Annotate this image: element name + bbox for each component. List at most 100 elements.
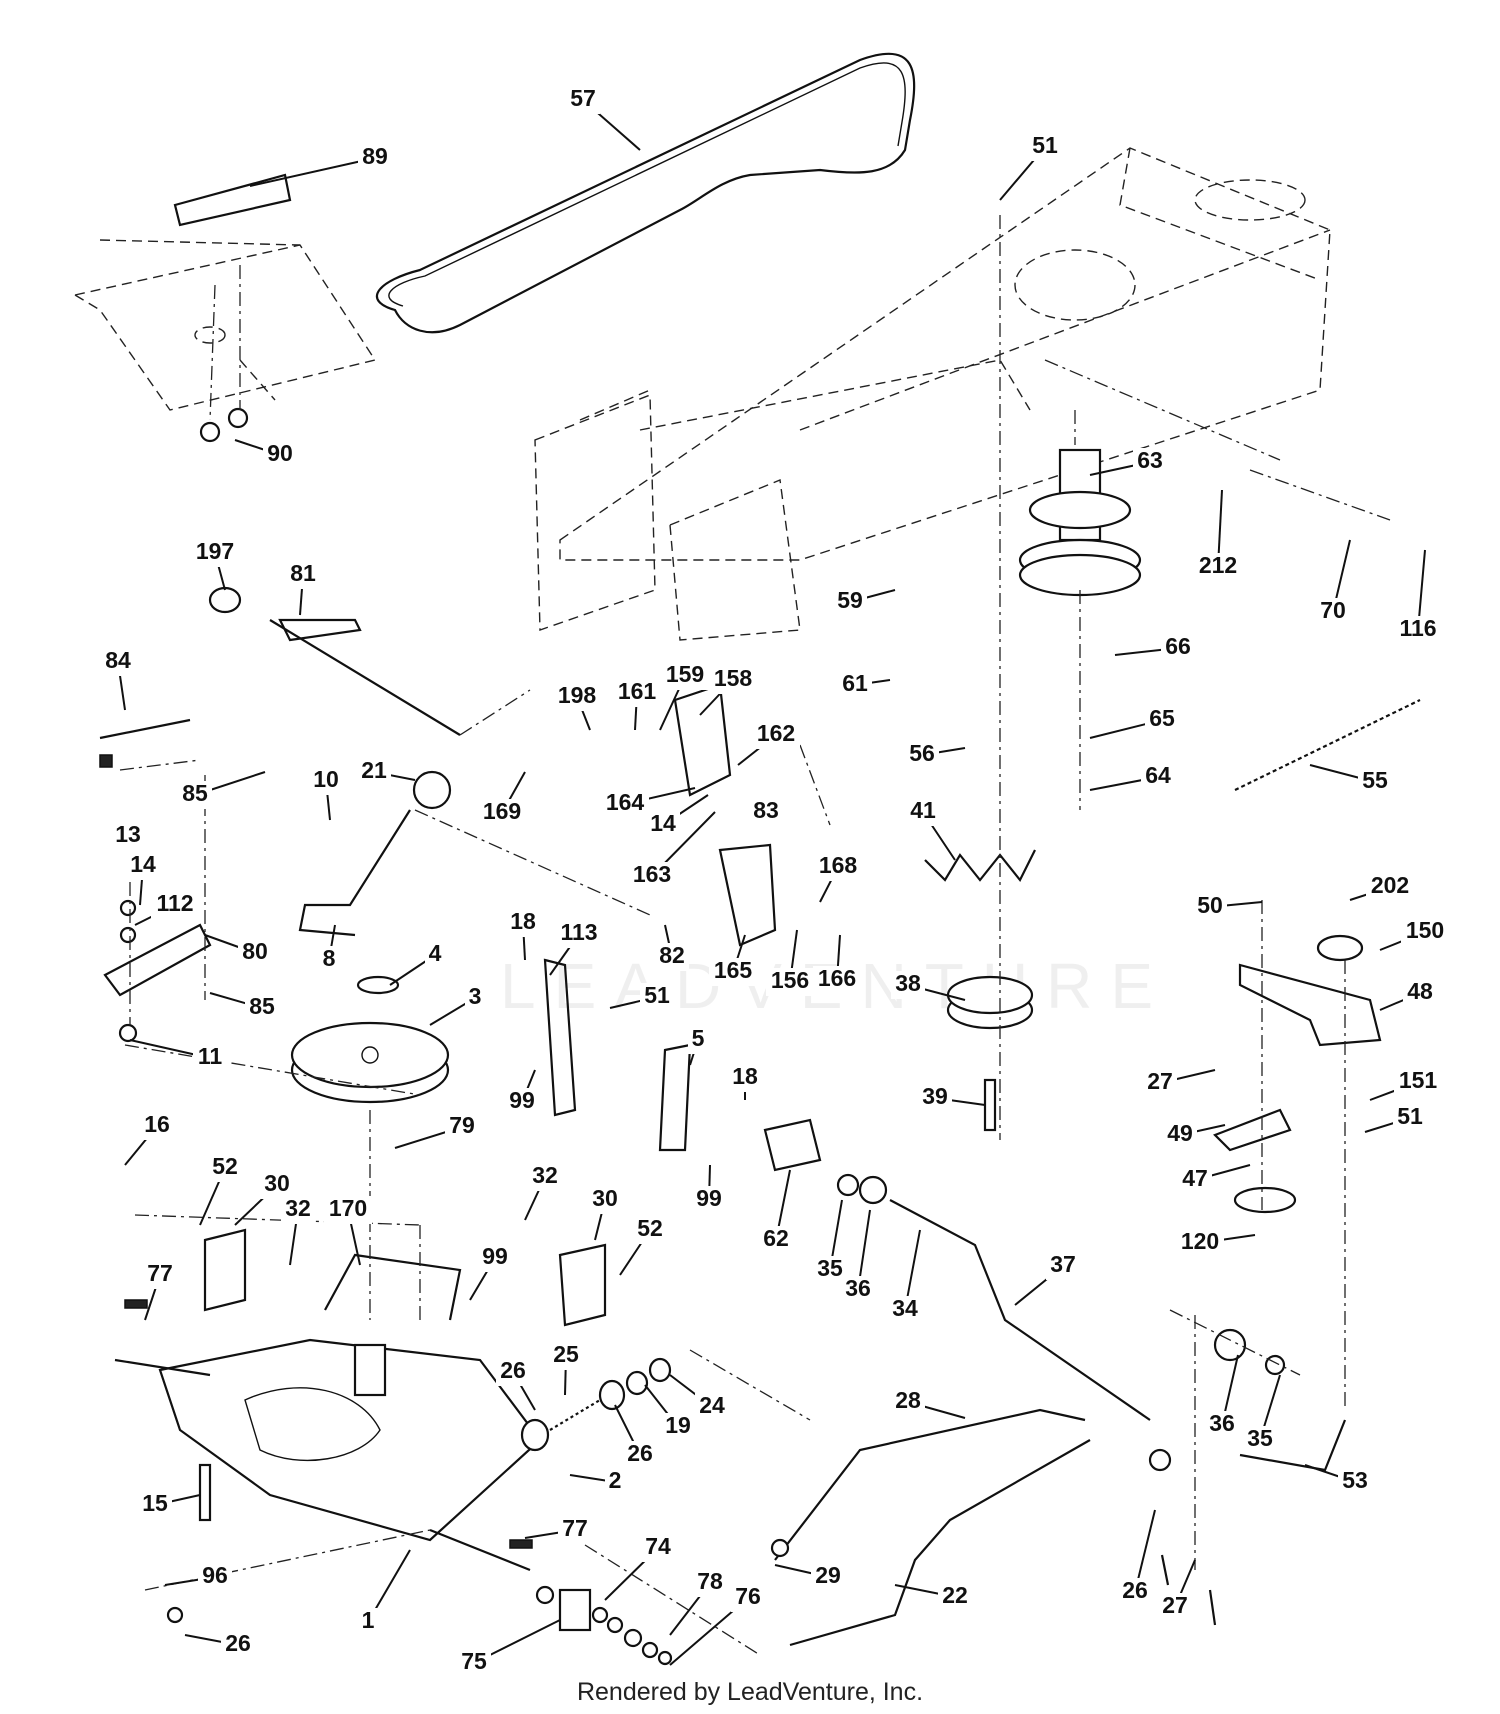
callout-backing-30b xyxy=(588,1186,622,1214)
callout-backing-38 xyxy=(891,971,925,999)
callout-backing-26a xyxy=(496,1358,530,1386)
callout-label-30a: 30 xyxy=(264,1170,290,1196)
callout-51a: 51 xyxy=(999,132,1062,201)
callout-label-96: 96 xyxy=(202,1562,228,1588)
callout-14a: 14 xyxy=(646,794,709,839)
callout-99a: 99 xyxy=(505,1069,539,1116)
bracket-30a xyxy=(203,1228,247,1312)
callout-backing-77b xyxy=(558,1516,592,1544)
callout-backing-51a xyxy=(1028,133,1062,161)
callout-backing-113 xyxy=(555,920,603,948)
callout-label-18b: 18 xyxy=(732,1063,758,1089)
callout-82: 82 xyxy=(655,924,689,971)
callout-5: 5 xyxy=(688,1025,708,1066)
callout-label-77a: 77 xyxy=(147,1260,173,1286)
callout-backing-28 xyxy=(891,1388,925,1416)
callout-166: 166 xyxy=(813,934,861,994)
callout-label-74: 74 xyxy=(645,1533,671,1559)
callout-backing-15 xyxy=(138,1491,172,1519)
callout-backing-85b xyxy=(245,994,279,1022)
callout-backing-32b xyxy=(281,1196,315,1224)
callout-backing-150 xyxy=(1401,918,1449,946)
callout-backing-14a xyxy=(646,811,680,839)
callout-label-35b: 35 xyxy=(1247,1425,1273,1451)
callout-label-89: 89 xyxy=(362,143,388,169)
spring-55 xyxy=(1234,699,1421,791)
callout-backing-26b xyxy=(623,1441,657,1469)
callout-backing-16 xyxy=(140,1112,174,1140)
callout-label-30b: 30 xyxy=(592,1185,618,1211)
callout-label-1: 1 xyxy=(362,1607,375,1633)
callout-77b: 77 xyxy=(524,1515,592,1544)
callout-label-70: 70 xyxy=(1320,597,1346,623)
callout-4: 4 xyxy=(389,940,445,986)
callout-label-197: 197 xyxy=(196,538,234,564)
callout-backing-37 xyxy=(1046,1252,1080,1280)
callout-label-158: 158 xyxy=(714,665,753,691)
callout-26d: 26 xyxy=(184,1630,255,1659)
callout-113: 113 xyxy=(549,919,603,976)
callout-99c: 99 xyxy=(469,1243,512,1301)
callout-backing-8 xyxy=(319,946,339,974)
callout-label-4: 4 xyxy=(429,940,442,966)
callout-41: 41 xyxy=(906,797,956,861)
callout-35a: 35 xyxy=(813,1199,847,1284)
callout-backing-197 xyxy=(191,539,239,567)
callout-label-170: 170 xyxy=(329,1195,367,1221)
nut-90a xyxy=(199,421,221,443)
callout-backing-39 xyxy=(918,1084,952,1112)
callout-63: 63 xyxy=(1089,447,1167,476)
bracket-5 xyxy=(658,1043,692,1152)
callout-label-29: 29 xyxy=(815,1562,841,1588)
bracket-49 xyxy=(1213,1108,1292,1152)
callout-label-51b: 51 xyxy=(644,982,670,1008)
callout-label-63: 63 xyxy=(1137,447,1163,473)
callout-14b: 14 xyxy=(126,851,160,906)
callout-96: 96 xyxy=(164,1562,232,1591)
callout-backing-66 xyxy=(1161,634,1195,662)
callout-74: 74 xyxy=(604,1533,675,1601)
callout-label-81: 81 xyxy=(290,560,316,586)
callout-label-39: 39 xyxy=(922,1083,948,1109)
drive-belt xyxy=(375,52,916,334)
bracket-30b xyxy=(558,1243,607,1327)
callout-21: 21 xyxy=(357,757,416,786)
callout-76: 76 xyxy=(669,1583,765,1666)
callout-label-3: 3 xyxy=(469,983,482,1009)
callout-label-168: 168 xyxy=(819,852,858,878)
callout-label-83: 83 xyxy=(753,797,779,823)
callout-backing-89 xyxy=(358,144,392,172)
callout-164: 164 xyxy=(601,787,696,818)
callout-backing-25 xyxy=(549,1342,583,1370)
callout-label-99b: 99 xyxy=(696,1185,722,1211)
callout-77a: 77 xyxy=(143,1260,177,1321)
callout-leader-89 xyxy=(249,157,376,187)
callout-label-13: 13 xyxy=(115,821,141,847)
callout-label-56: 56 xyxy=(909,740,935,766)
callout-label-21: 21 xyxy=(361,757,387,783)
callout-backing-53 xyxy=(1338,1468,1372,1496)
callout-36a: 36 xyxy=(841,1209,875,1304)
callout-56: 56 xyxy=(905,740,966,769)
callout-15: 15 xyxy=(138,1490,201,1519)
chassis-frame xyxy=(534,147,1331,641)
callout-backing-32a xyxy=(528,1163,562,1191)
callout-label-2: 2 xyxy=(609,1467,622,1493)
callout-backing-61 xyxy=(838,671,872,699)
callout-158: 158 xyxy=(699,665,757,716)
callout-label-19: 19 xyxy=(665,1412,691,1438)
callout-backing-76 xyxy=(731,1584,765,1612)
callout-202: 202 xyxy=(1349,872,1414,901)
callout-backing-158 xyxy=(709,666,757,694)
idler-pulley-63 xyxy=(1018,448,1142,597)
idler-38 xyxy=(946,975,1034,1030)
bracket-165 xyxy=(718,843,777,947)
callout-35b: 35 xyxy=(1243,1374,1281,1454)
callout-backing-52a xyxy=(208,1154,242,1182)
callout-8: 8 xyxy=(319,924,339,974)
callout-backing-79 xyxy=(445,1113,479,1141)
callout-label-99a: 99 xyxy=(509,1087,535,1113)
callout-50: 50 xyxy=(1193,892,1263,921)
callout-label-34: 34 xyxy=(892,1295,918,1321)
callout-label-159: 159 xyxy=(666,661,704,687)
